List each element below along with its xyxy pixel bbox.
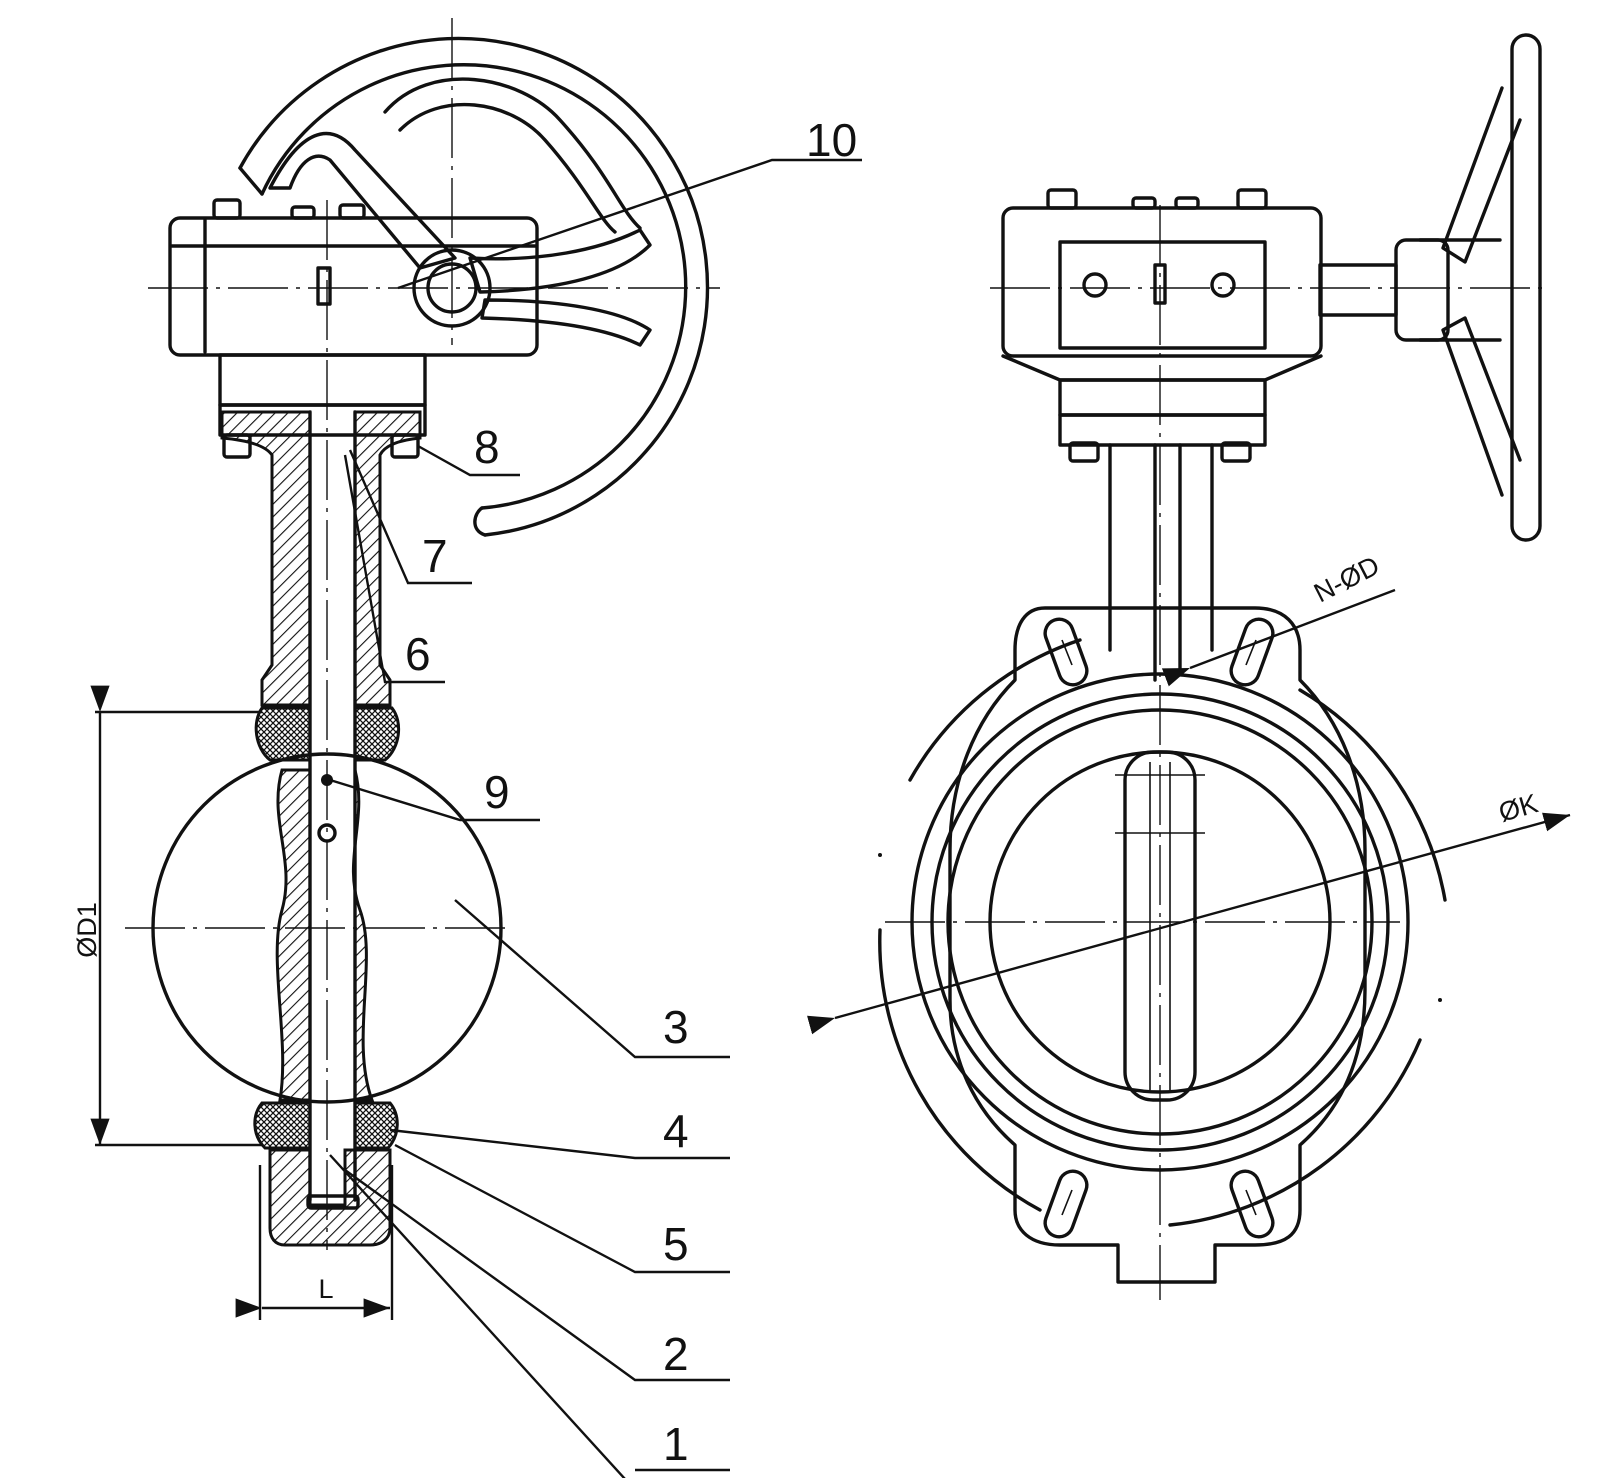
- part-label-2: 2: [663, 1328, 689, 1380]
- part-labels: 10 8 7 6 9 3 4 5 2 1: [405, 114, 857, 1470]
- section-view: ØD1 L: [72, 18, 862, 1483]
- part-label-9: 9: [484, 766, 510, 818]
- bottom-boss: [268, 1148, 392, 1247]
- gearbox-right: [1001, 188, 1323, 463]
- bolt-slots: [1043, 617, 1275, 1239]
- part-label-6: 6: [405, 628, 431, 680]
- part-label-3: 3: [663, 1001, 689, 1053]
- leaders: [329, 158, 862, 1483]
- valve-body-outline: [948, 606, 1367, 1284]
- dim-k: ØK: [1495, 788, 1541, 828]
- part-label-4: 4: [663, 1105, 689, 1157]
- part-label-5: 5: [663, 1218, 689, 1270]
- disc-body-left: [275, 768, 312, 1102]
- part-label-8: 8: [474, 421, 500, 473]
- part-label-10: 10: [806, 114, 857, 166]
- neck-right: [1108, 443, 1214, 682]
- dim-l: L: [318, 1274, 333, 1304]
- front-view: N-ØD ØK: [806, 33, 1571, 1300]
- part-label-7: 7: [422, 530, 448, 582]
- seals-left: [253, 706, 401, 1150]
- dim-d1: ØD1: [72, 902, 102, 958]
- disc-body-right: [351, 769, 375, 1102]
- neck-left: [220, 410, 422, 1202]
- part-label-1: 1: [663, 1418, 689, 1470]
